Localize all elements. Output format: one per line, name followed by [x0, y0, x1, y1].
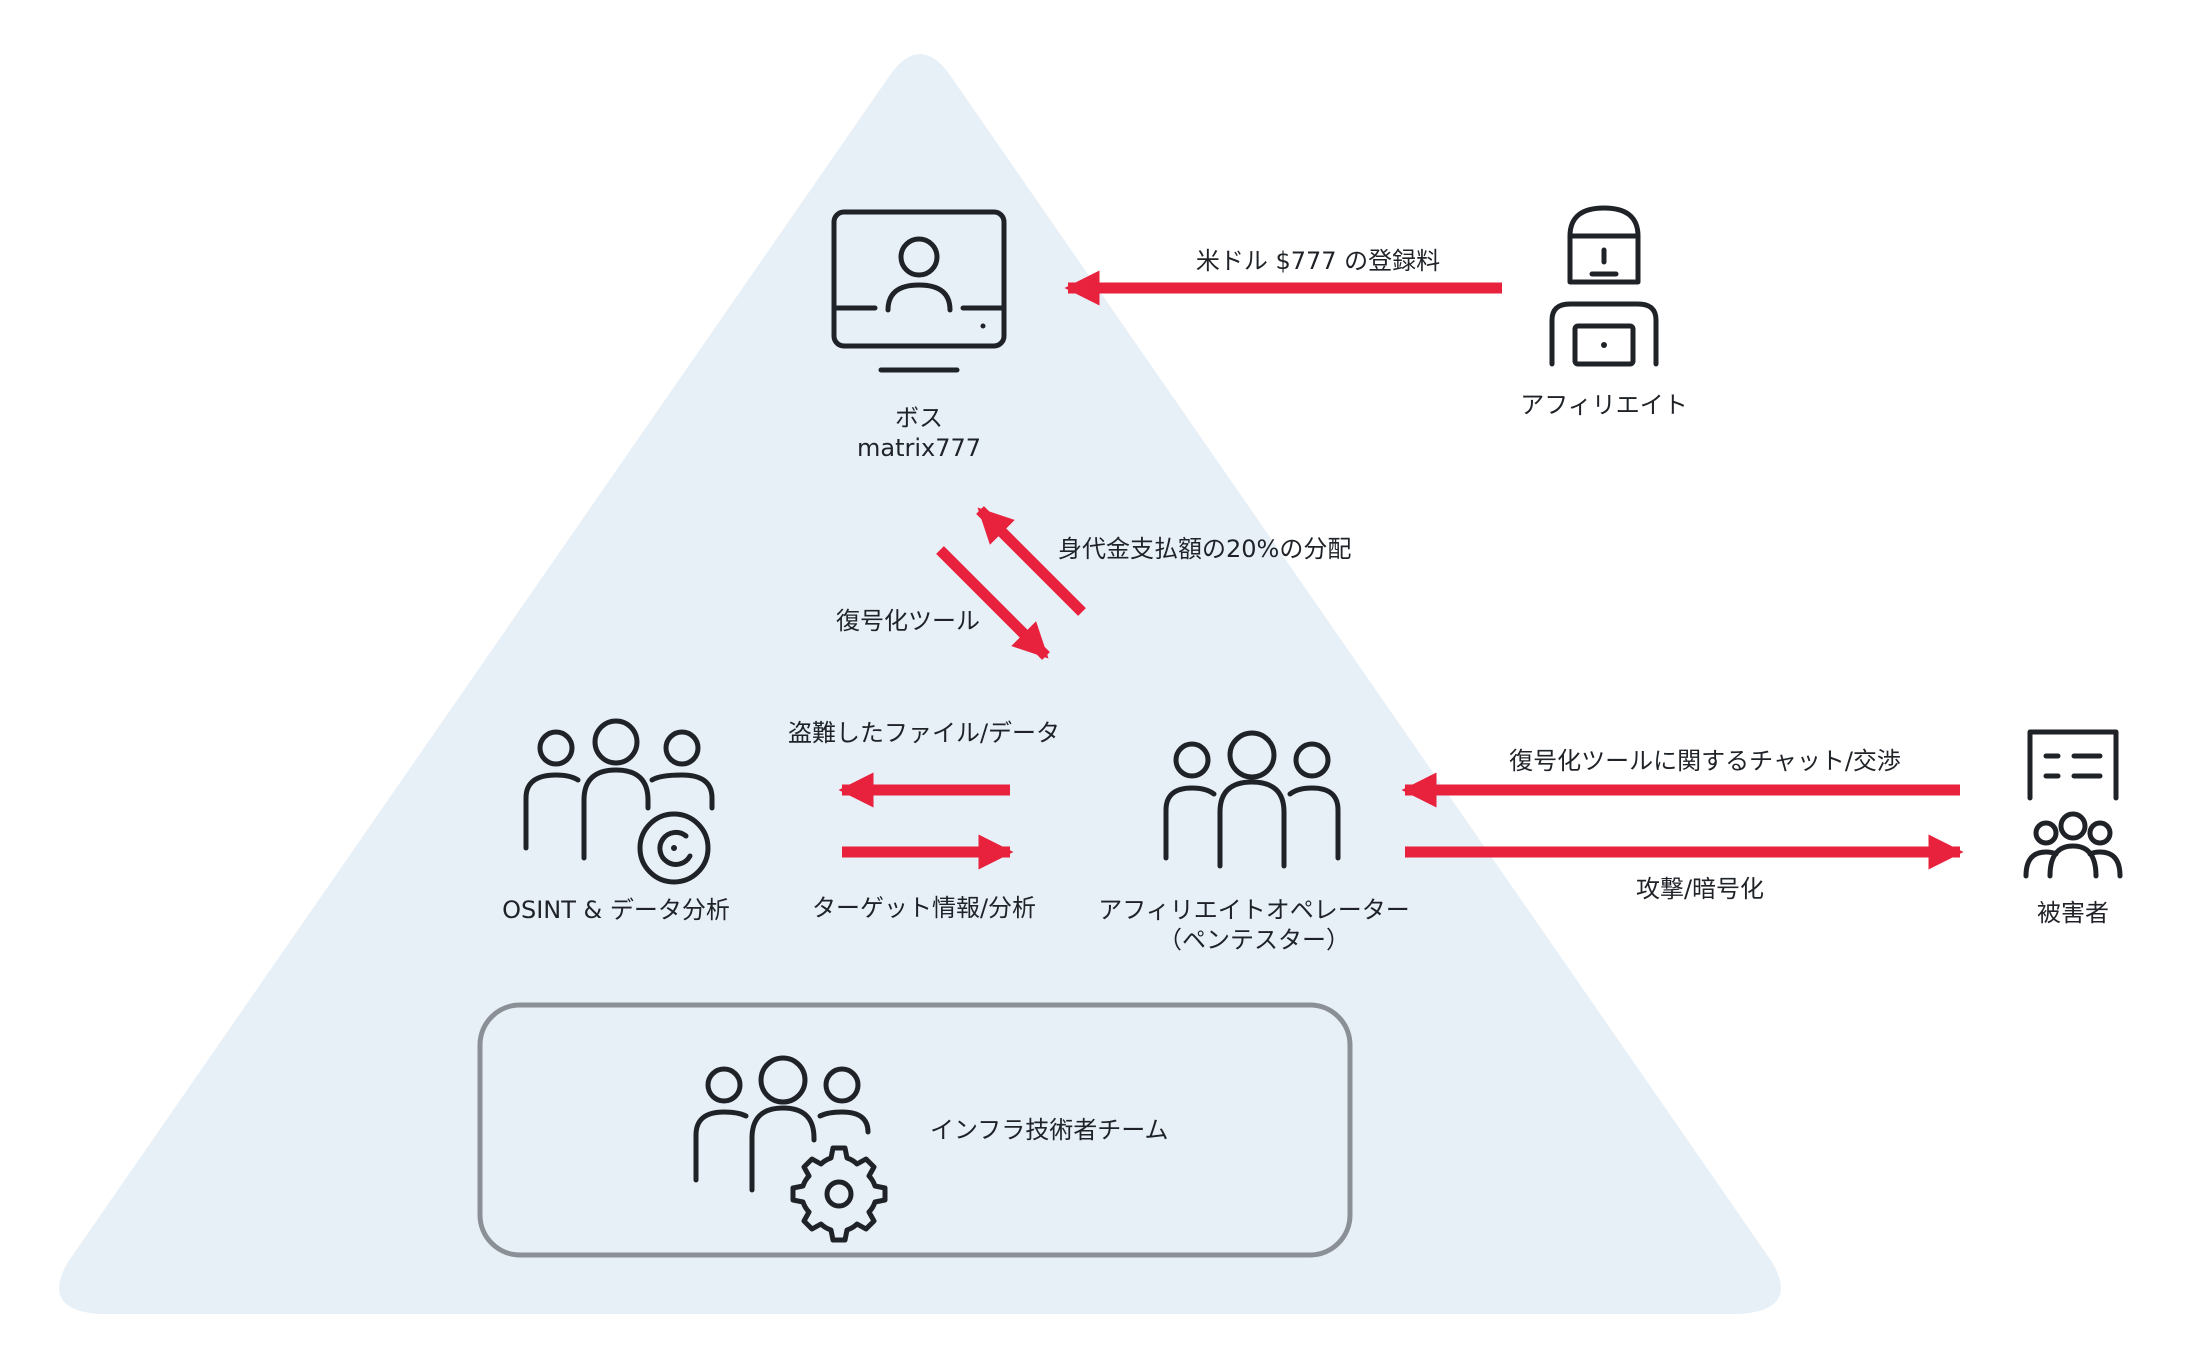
pyramid-background [59, 54, 1781, 1314]
arrow-decrypt-tool [936, 546, 1050, 660]
chat-negotiation-label: 復号化ツールに関するチャット/交渉 [1509, 747, 1901, 775]
boss-caption: ボス matrix777 [857, 403, 981, 463]
group-gear-icon [693, 1055, 888, 1243]
operator-sublabel: （ペンテスター） [1158, 926, 1350, 954]
stolen-files-label: 盗難したファイル/データ [787, 719, 1061, 747]
infra-team-label: インフラ技術者チーム [930, 1116, 1169, 1144]
boss-role-label: ボス [894, 404, 943, 432]
osint-caption: OSINT & データ分析 [502, 895, 730, 925]
boss-handle-label: matrix777 [856, 434, 982, 462]
victim-caption: 被害者 [2037, 898, 2109, 928]
operator-caption: アフィリエイトオペレーター （ペンテスター） [1098, 895, 1410, 955]
ransom-share-label: 身代金支払額の20%の分配 [1058, 535, 1352, 563]
affiliate-label: アフィリエイト [1520, 391, 1688, 419]
group-analytics-icon [523, 718, 715, 885]
arrow-ransom-share [976, 506, 1086, 616]
decrypt-tool-label: 復号化ツール [836, 607, 980, 635]
infra-team-box [477, 1002, 1353, 1258]
attack-encrypt-label: 攻撃/暗号化 [1635, 875, 1765, 903]
registration-fee-label: 米ドル $777 の登録料 [1195, 247, 1441, 275]
target-info-label: ターゲット情報/分析 [811, 894, 1037, 922]
monitor-user-icon [831, 209, 1007, 373]
building-group-icon [2023, 729, 2123, 879]
group-icon [1163, 730, 1341, 869]
victim-label: 被害者 [2037, 899, 2109, 927]
operator-label: アフィリエイトオペレーター [1098, 896, 1410, 924]
affiliate-caption: アフィリエイト [1520, 390, 1688, 420]
hooded-user-laptop-icon [1549, 205, 1659, 367]
osint-label: OSINT & データ分析 [502, 896, 730, 924]
